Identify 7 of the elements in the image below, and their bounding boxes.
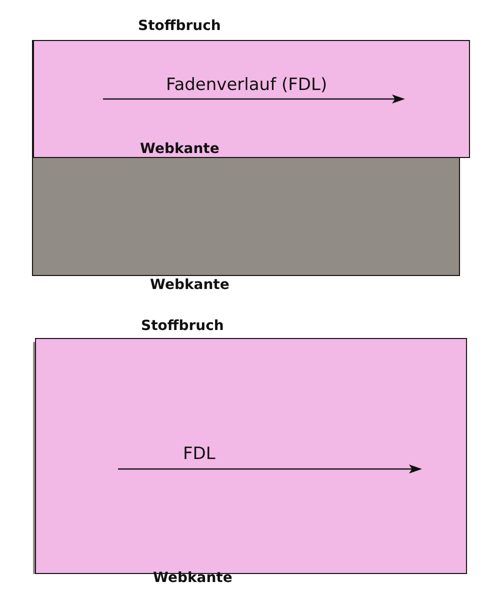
selvage-label: Webkante (150, 278, 230, 292)
grain-label: FDL (183, 446, 216, 463)
selvage-label: Webkante (153, 571, 232, 585)
selvage-label: Webkante (140, 142, 220, 156)
grain-label: Fadenverlauf (FDL) (166, 77, 328, 94)
fold-label: Stoffbruch (138, 19, 221, 33)
fold-label: Stoffbruch (141, 319, 224, 333)
